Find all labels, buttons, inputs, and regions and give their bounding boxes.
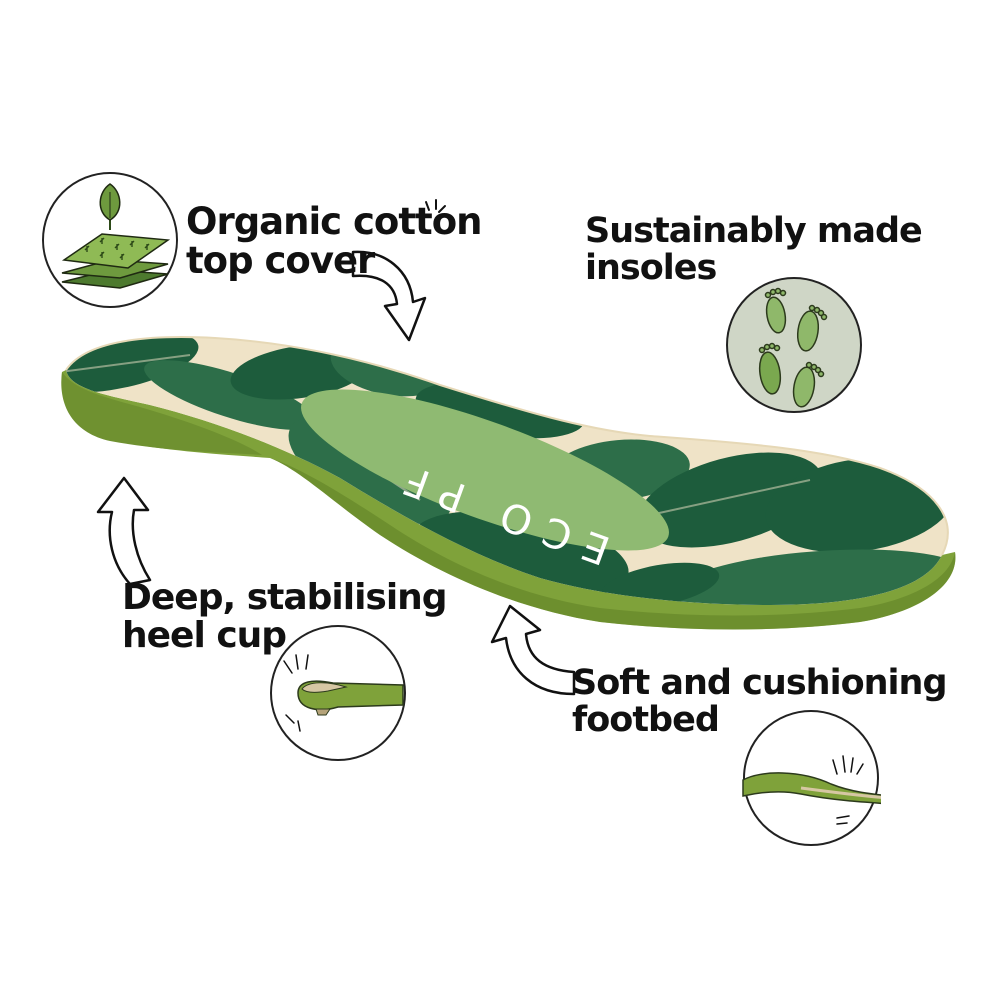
insole-brand-print: ECO PF [385, 452, 615, 573]
curved-arrow-icon [490, 604, 576, 696]
insole-heel-cup-wall [61, 372, 263, 455]
callout-organic-cotton-line2: top cover [186, 238, 375, 282]
callout-heel-cup-line1: Deep, stabilising [122, 577, 448, 618]
callout-sustainably-made: Sustainably made insoles [585, 211, 923, 288]
sparkle-icon [425, 199, 446, 213]
callout-sustainably-made-line1: Sustainably made [585, 211, 923, 251]
footbed-cushion-icon [742, 710, 881, 846]
callout-footbed: Soft and cushioning footbed [572, 663, 948, 740]
callout-footbed-line2: footbed [572, 699, 720, 740]
callout-heel-cup-line2: heel cup [122, 614, 287, 656]
leaf-layers-icon [42, 172, 178, 308]
curved-arrow-icon [96, 476, 152, 586]
curved-arrow-icon [351, 250, 427, 342]
insole-foam-shadow [270, 458, 956, 630]
callout-organic-cotton: Organic cotton top cover [186, 200, 482, 282]
insole-foam-base [61, 370, 956, 630]
heel-cup-icon [270, 625, 406, 761]
callout-heel-cup: Deep, stabilising heel cup [122, 577, 448, 656]
callout-sustainably-made-line2: insoles [585, 247, 717, 288]
callout-footbed-line1: Soft and cushioning [572, 663, 948, 703]
callout-organic-cotton-line1: Organic cotton [186, 200, 482, 243]
footprints-icon [726, 277, 862, 413]
